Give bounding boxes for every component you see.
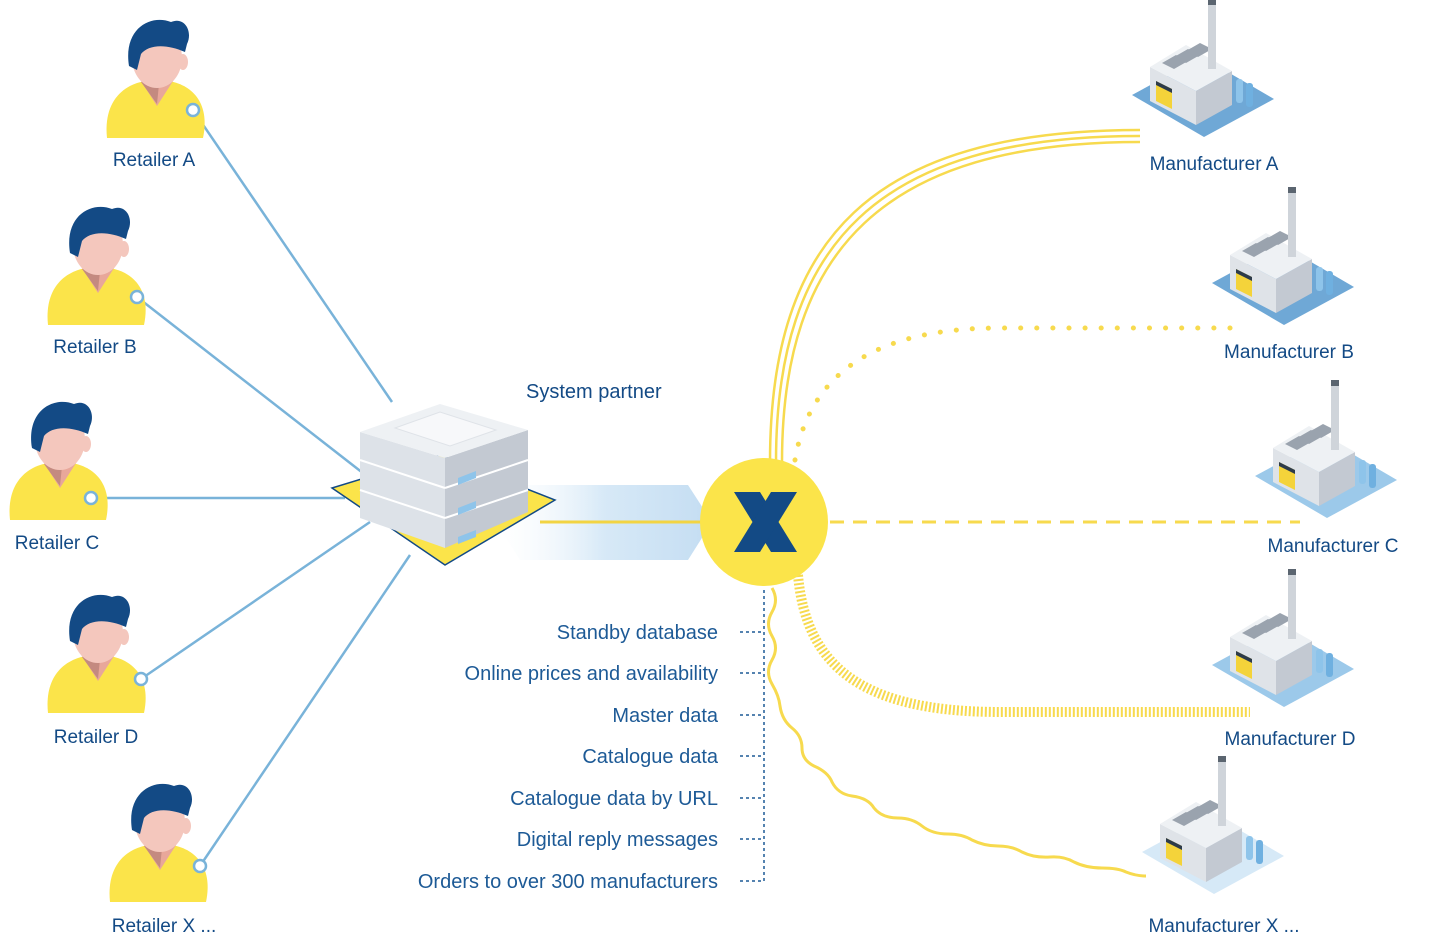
system-partner-server xyxy=(330,404,557,566)
retailer-avatar-icon xyxy=(47,206,146,325)
retailer-label: Retailer C xyxy=(15,533,99,554)
manufacturer-label: Manufacturer X ... xyxy=(1148,916,1299,937)
retailer-avatar-icon xyxy=(47,594,149,713)
retailers xyxy=(9,19,208,902)
retailer-b-link xyxy=(136,296,369,478)
factory-icon xyxy=(1212,187,1354,325)
manufacturer-x-link xyxy=(767,587,1147,878)
manufacturer-label: Manufacturer D xyxy=(1225,729,1356,750)
retailer-labels: Retailer A Retailer B Retailer C Retaile… xyxy=(15,150,217,937)
retailer-d-link xyxy=(140,520,371,681)
service-item: Orders to over 300 manufacturers xyxy=(418,871,718,893)
retailer-avatar-icon xyxy=(106,19,205,138)
manufacturers xyxy=(1132,0,1397,894)
retailer-x-link xyxy=(198,554,412,867)
manufacturer-links xyxy=(767,128,1300,878)
manufacturer-labels: Manufacturer A Manufacturer B Manufactur… xyxy=(1148,154,1398,937)
retailer-links xyxy=(91,109,412,867)
factory-icon xyxy=(1255,380,1397,518)
service-item: Standby database xyxy=(557,622,718,644)
retailer-label: Retailer D xyxy=(54,727,138,748)
retailer-label: Retailer X ... xyxy=(112,916,217,937)
service-item: Catalogue data by URL xyxy=(510,788,718,810)
manufacturer-label: Manufacturer C xyxy=(1268,536,1399,557)
service-item: Digital reply messages xyxy=(517,829,718,851)
services-bracket xyxy=(740,590,765,882)
manufacturer-a-link xyxy=(768,128,1141,463)
services-list: Standby database Online prices and avail… xyxy=(418,622,719,893)
factory-icon xyxy=(1142,756,1284,894)
manufacturer-b-link xyxy=(792,325,1248,463)
service-item: Online prices and availability xyxy=(465,663,718,685)
factory-icon xyxy=(1212,569,1354,707)
retailer-a-link xyxy=(191,109,394,403)
manufacturer-label: Manufacturer A xyxy=(1150,154,1279,175)
x-logo-icon xyxy=(734,492,797,552)
manufacturer-label: Manufacturer B xyxy=(1224,342,1354,363)
manufacturer-d-link xyxy=(793,574,1250,717)
service-item: Master data xyxy=(612,705,718,727)
service-item: Catalogue data xyxy=(582,746,719,768)
factory-icon xyxy=(1132,0,1274,137)
hub-circle xyxy=(700,458,828,586)
retailer-label: Retailer B xyxy=(53,337,136,358)
retailer-avatar-icon xyxy=(109,783,208,902)
system-partner-label: System partner xyxy=(526,381,662,403)
retailer-label: Retailer A xyxy=(113,150,196,171)
retailer-avatar-icon xyxy=(9,401,108,520)
